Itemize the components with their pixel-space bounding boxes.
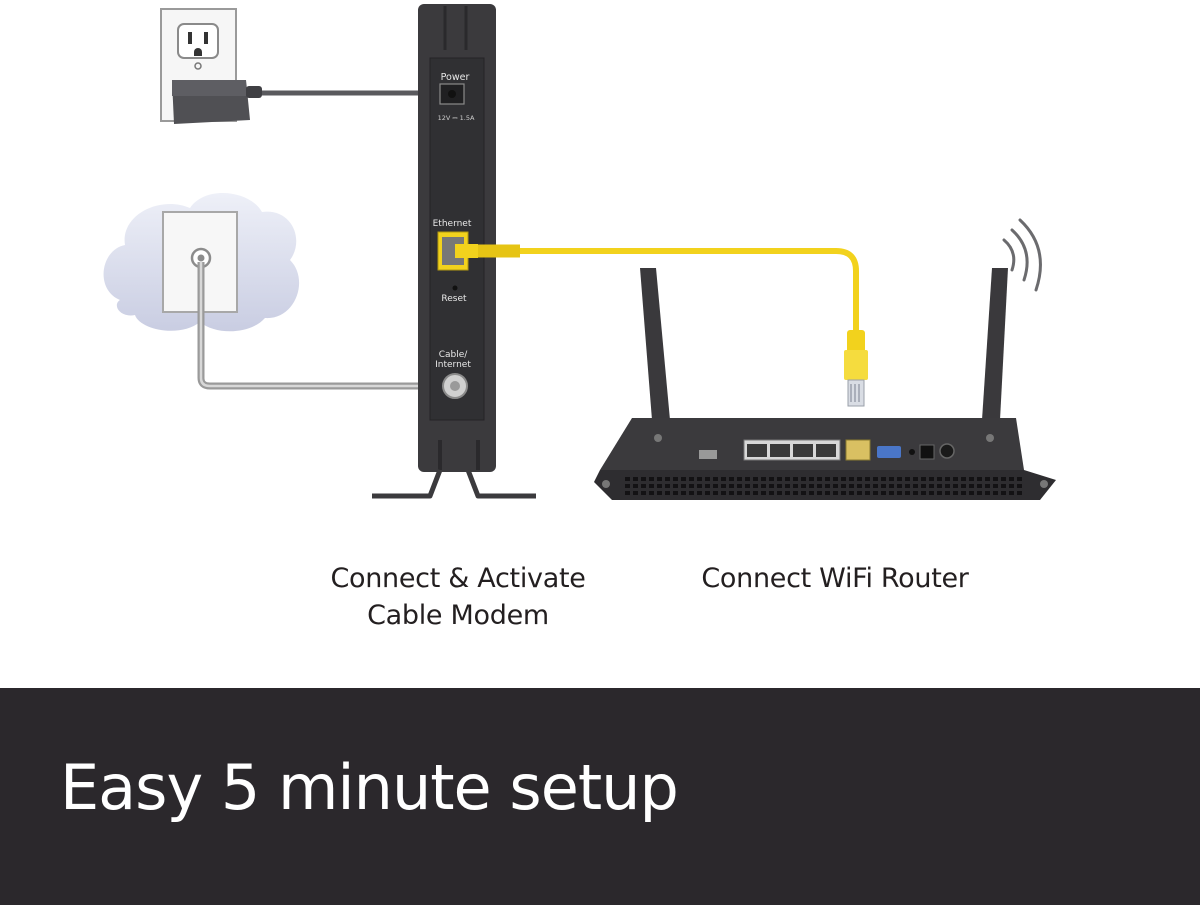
step-caption-modem-line1: Connect & Activate [330,563,586,594]
cable-port-label-line1: Cable/ [439,350,469,360]
step-caption-router: Connect WiFi Router [701,563,969,594]
reset-button [452,285,458,291]
wifi-signal-icon [1002,218,1042,292]
power-spec-label: 12V ⎓ 1.5A [438,114,475,122]
step-caption-modem-line2: Cable Modem [367,600,549,631]
cable-port-label-line2: Internet [435,360,471,370]
reset-label: Reset [441,294,467,304]
ethernet-port-label: Ethernet [433,219,472,229]
ethernet-cable [455,244,868,407]
banner: Easy 5 minute setup [0,688,1200,905]
cable-modem: Power 12V ⎓ 1.5A Ethernet Reset Cable/ I… [372,4,536,499]
cable-wall-jack [103,192,440,390]
power-adapter [172,80,440,124]
power-port-label: Power [441,72,470,83]
banner-text: Easy 5 minute setup [60,751,679,824]
wifi-router [594,268,1056,500]
setup-diagram: Power 12V ⎓ 1.5A Ethernet Reset Cable/ I… [103,4,1056,500]
